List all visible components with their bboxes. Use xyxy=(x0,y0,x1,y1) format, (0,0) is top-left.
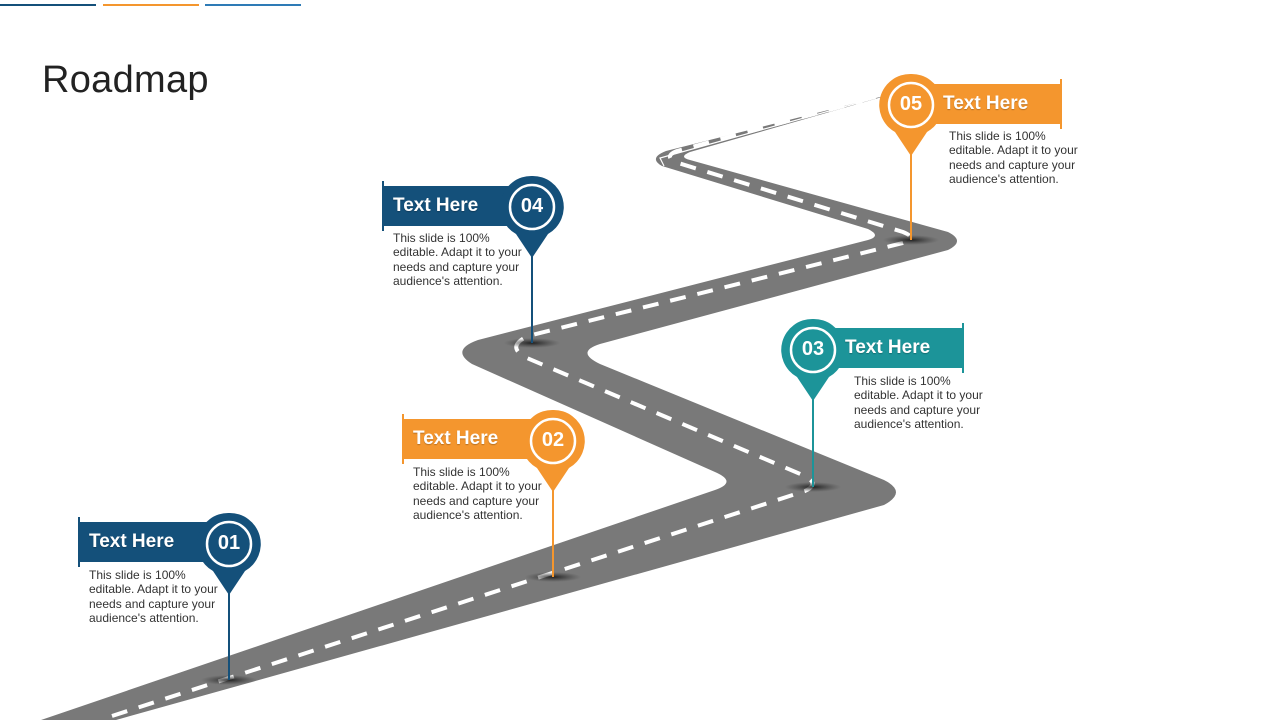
milestone-03-description: This slide is 100% editable. Adapt it to… xyxy=(854,374,983,432)
slide-title: Roadmap xyxy=(42,59,209,102)
road-center-line xyxy=(111,99,913,718)
milestone-01-number: 01 xyxy=(217,532,241,554)
accent-bar-navy xyxy=(0,4,96,6)
road-edge-line xyxy=(659,97,877,167)
map-pin-icon xyxy=(521,409,585,492)
milestone-02-description: This slide is 100% editable. Adapt it to… xyxy=(413,465,542,523)
pin-shadow-01 xyxy=(201,675,257,685)
pin-stem-01 xyxy=(228,590,230,680)
milestone-05-number: 05 xyxy=(899,93,923,115)
milestone-05-heading-text: Text Here xyxy=(943,93,1029,114)
milestone-03-heading: Text Here xyxy=(829,323,964,373)
milestone-02-number: 02 xyxy=(541,429,565,451)
pin-shadow-05 xyxy=(883,235,939,245)
map-pin-icon xyxy=(197,512,261,595)
pin-shadow-03 xyxy=(785,482,841,492)
milestone-03-number: 03 xyxy=(801,338,825,360)
milestone-02-pin: 02 xyxy=(520,408,586,494)
milestone-04-number: 04 xyxy=(520,195,544,217)
road-surface xyxy=(41,97,957,720)
milestone-05-pin: 05 xyxy=(878,72,944,158)
milestone-05-heading: Text Here xyxy=(927,79,1062,129)
milestone-01-description: This slide is 100% editable. Adapt it to… xyxy=(89,568,218,626)
pin-stem-03 xyxy=(812,397,814,487)
milestone-04-heading-text: Text Here xyxy=(393,195,479,216)
pin-stem-05 xyxy=(910,150,912,240)
accent-bar-blue xyxy=(205,4,301,6)
milestone-01-heading-text: Text Here xyxy=(89,531,175,552)
milestone-01-pin: 01 xyxy=(196,511,262,597)
milestone-03-heading-text: Text Here xyxy=(845,337,931,358)
milestone-05-description: This slide is 100% editable. Adapt it to… xyxy=(949,129,1078,187)
map-pin-icon xyxy=(781,318,845,401)
milestone-04-pin: 04 xyxy=(499,174,565,260)
milestone-02-heading-text: Text Here xyxy=(413,428,499,449)
milestone-03-pin: 03 xyxy=(780,317,846,403)
milestone-04-description: This slide is 100% editable. Adapt it to… xyxy=(393,231,522,289)
map-pin-icon xyxy=(879,73,943,156)
pin-stem-04 xyxy=(531,253,533,343)
accent-bar-orange xyxy=(103,4,199,6)
pin-stem-02 xyxy=(552,487,554,577)
pin-shadow-04 xyxy=(504,338,560,348)
pin-shadow-02 xyxy=(525,572,581,582)
map-pin-icon xyxy=(500,175,564,258)
